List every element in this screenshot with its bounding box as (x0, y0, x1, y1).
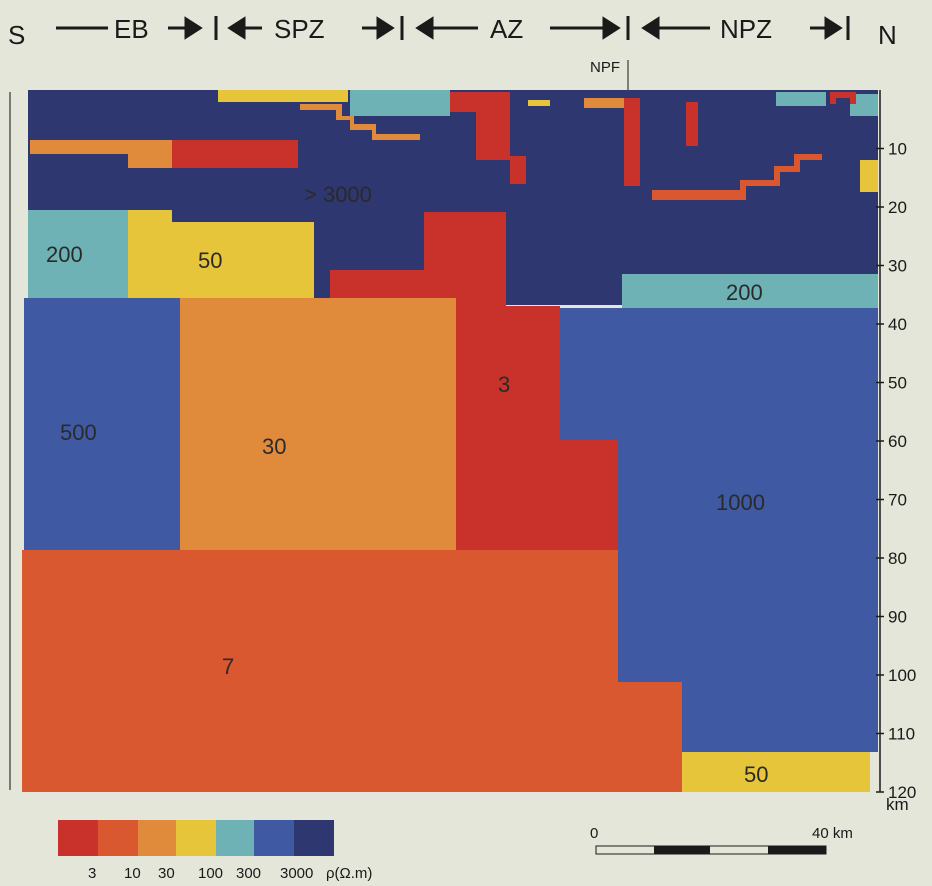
depth-tick-label: 90 (888, 608, 907, 627)
cell-100 (128, 210, 314, 298)
arrow-left-icon (415, 16, 478, 40)
depth-tick-label: 80 (888, 549, 907, 568)
cell-30 (30, 140, 172, 168)
colorbar-swatch (176, 820, 216, 856)
cell-3 (450, 92, 526, 184)
cell-300 (350, 90, 450, 116)
depth-tick-label: 10 (888, 140, 907, 159)
label-200-left: 200 (46, 242, 83, 267)
arrow-right-icon (168, 16, 203, 40)
depth-tick-label: 50 (888, 374, 907, 393)
cell-3000 (560, 308, 878, 752)
colorbar-swatch (254, 820, 294, 856)
scale-end: 40 km (812, 825, 853, 842)
depth-axis: 10 20 30 40 50 60 70 80 90 100 110 120 km (876, 90, 916, 814)
colorbar-swatch (294, 820, 334, 856)
depth-tick-label: 70 (888, 491, 907, 510)
cell-100 (860, 160, 878, 192)
cell-300 (850, 94, 878, 116)
cell-3 (330, 212, 618, 552)
zone-header: S EB SPZ AZ NPZ N NPF (8, 14, 897, 92)
depth-tick-label: 30 (888, 257, 907, 276)
colorbar-swatch (58, 820, 98, 856)
cell-100 (528, 100, 550, 106)
scale-bar-segment (654, 846, 710, 854)
colorbar-swatch (216, 820, 254, 856)
cell-30 (584, 98, 624, 108)
label-7: 7 (222, 654, 234, 679)
label-30: 30 (262, 434, 286, 459)
depth-unit: km (886, 795, 909, 814)
depth-tick-label: 40 (888, 315, 907, 334)
south-label: S (8, 20, 25, 50)
colorbar-label: 10 (124, 865, 141, 882)
colorbar-label: 3000 (280, 865, 313, 882)
cell-3 (172, 140, 298, 168)
cell-100 (218, 90, 348, 102)
arrow-right-icon (810, 16, 843, 40)
colorbar: 3 10 30 100 300 3000 ρ(Ω.m) (58, 820, 372, 882)
depth-tick-label: 110 (888, 725, 915, 744)
arrow-right-icon (362, 16, 395, 40)
depth-tick-label: 60 (888, 432, 907, 451)
cell-300 (622, 274, 878, 308)
arrow-right-icon (550, 16, 621, 40)
cell-300 (776, 92, 826, 106)
cell-3 (830, 92, 856, 104)
cell-3000 (24, 298, 180, 550)
colorbar-unit: ρ(Ω.m) (326, 865, 372, 882)
colorbar-swatch (138, 820, 176, 856)
depth-tick-label: 100 (888, 666, 916, 685)
scale-bar-segment (768, 846, 826, 854)
arrow-left-icon (227, 16, 262, 40)
zone-eb: EB (114, 14, 149, 44)
zone-az: AZ (490, 14, 523, 44)
scale-start: 0 (590, 825, 598, 842)
label-3: 3 (498, 372, 510, 397)
label-1000: 1000 (716, 490, 765, 515)
label-50-bottom: 50 (744, 762, 768, 787)
model-section: > 3000 200 50 200 500 30 3 1000 7 50 (22, 90, 878, 792)
colorbar-label: 100 (198, 865, 223, 882)
cell-100 (682, 752, 870, 792)
zone-spz: SPZ (274, 14, 325, 44)
colorbar-swatch (98, 820, 138, 856)
zone-npz: NPZ (720, 14, 772, 44)
cell-3 (624, 98, 640, 186)
cell-10 (22, 550, 682, 792)
label-50-top: 50 (198, 248, 222, 273)
colorbar-label: 3 (88, 865, 96, 882)
cell-300 (28, 210, 128, 298)
depth-tick-label: 120 (888, 783, 916, 802)
cell-30 (300, 104, 420, 140)
cell-10 (652, 154, 822, 200)
label-500: 500 (60, 420, 97, 445)
npf-label: NPF (590, 59, 620, 76)
cell-3 (686, 102, 698, 146)
arrow-left-icon (641, 16, 710, 40)
label-gt3000: > 3000 (304, 182, 372, 207)
scale-bar: 0 40 km (590, 825, 853, 855)
north-label: N (878, 20, 897, 50)
colorbar-label: 30 (158, 865, 175, 882)
label-200-right: 200 (726, 280, 763, 305)
cell-30 (180, 298, 456, 550)
depth-tick-label: 20 (888, 198, 907, 217)
colorbar-label: 300 (236, 865, 261, 882)
